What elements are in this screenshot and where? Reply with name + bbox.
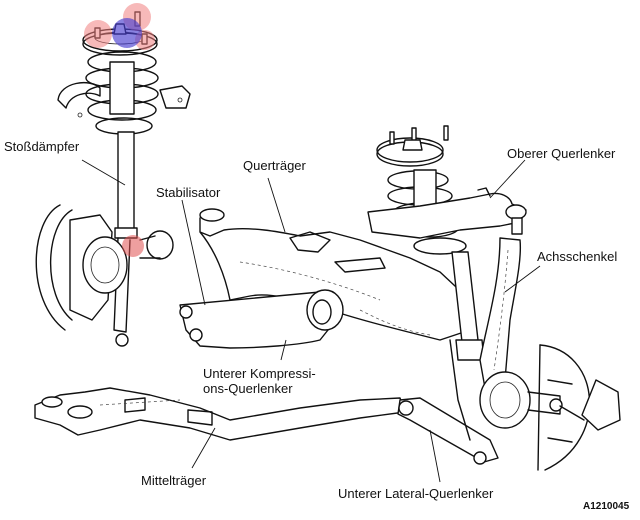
leader-kompressions-querlenker (280, 339, 287, 361)
label-steering-knuckle: Achsschenkel (537, 249, 618, 264)
label-lower-compression-arm-line1: Unterer Kompressi- (203, 366, 316, 381)
highlight-blue-top-nut (112, 18, 142, 48)
upper-control-arm (367, 187, 527, 239)
label-lower-lateral-arm: Unterer Lateral-Querlenker (338, 486, 494, 501)
highlight-red-shock-mount (122, 235, 144, 257)
figure-code: A1210045 (583, 501, 630, 512)
label-center-member: Mittelträger (141, 473, 207, 488)
leader-stossdaempfer (81, 159, 126, 186)
right-strut-assembly (376, 125, 485, 361)
label-stabilizer: Stabilisator (156, 185, 221, 200)
lower-compression-arm (179, 289, 344, 349)
center-member (34, 387, 406, 441)
leader-lateral-querlenker (429, 429, 441, 483)
label-shock-absorber: Stoßdämpfer (4, 139, 80, 154)
label-lower-compression-arm-line2: ons-Querlenker (203, 381, 293, 396)
leader-oberer-querlenker (489, 159, 526, 199)
left-hub-assembly (35, 204, 174, 347)
leader-achsschenkel (504, 265, 541, 293)
highlight-overlays (84, 3, 155, 257)
label-crossmember: Querträger (243, 158, 306, 173)
highlight-red-bolt-left (84, 20, 112, 48)
leader-quertraeger (267, 177, 286, 233)
steering-knuckle (479, 237, 522, 389)
leader-lines (81, 159, 541, 483)
crossmember (199, 208, 471, 341)
label-upper-control-arm: Oberer Querlenker (507, 146, 616, 161)
lower-lateral-arm (397, 339, 499, 465)
leader-stabilisator (181, 199, 206, 306)
leader-mitteltraeger (191, 427, 216, 469)
right-hub-assembly (479, 344, 621, 471)
